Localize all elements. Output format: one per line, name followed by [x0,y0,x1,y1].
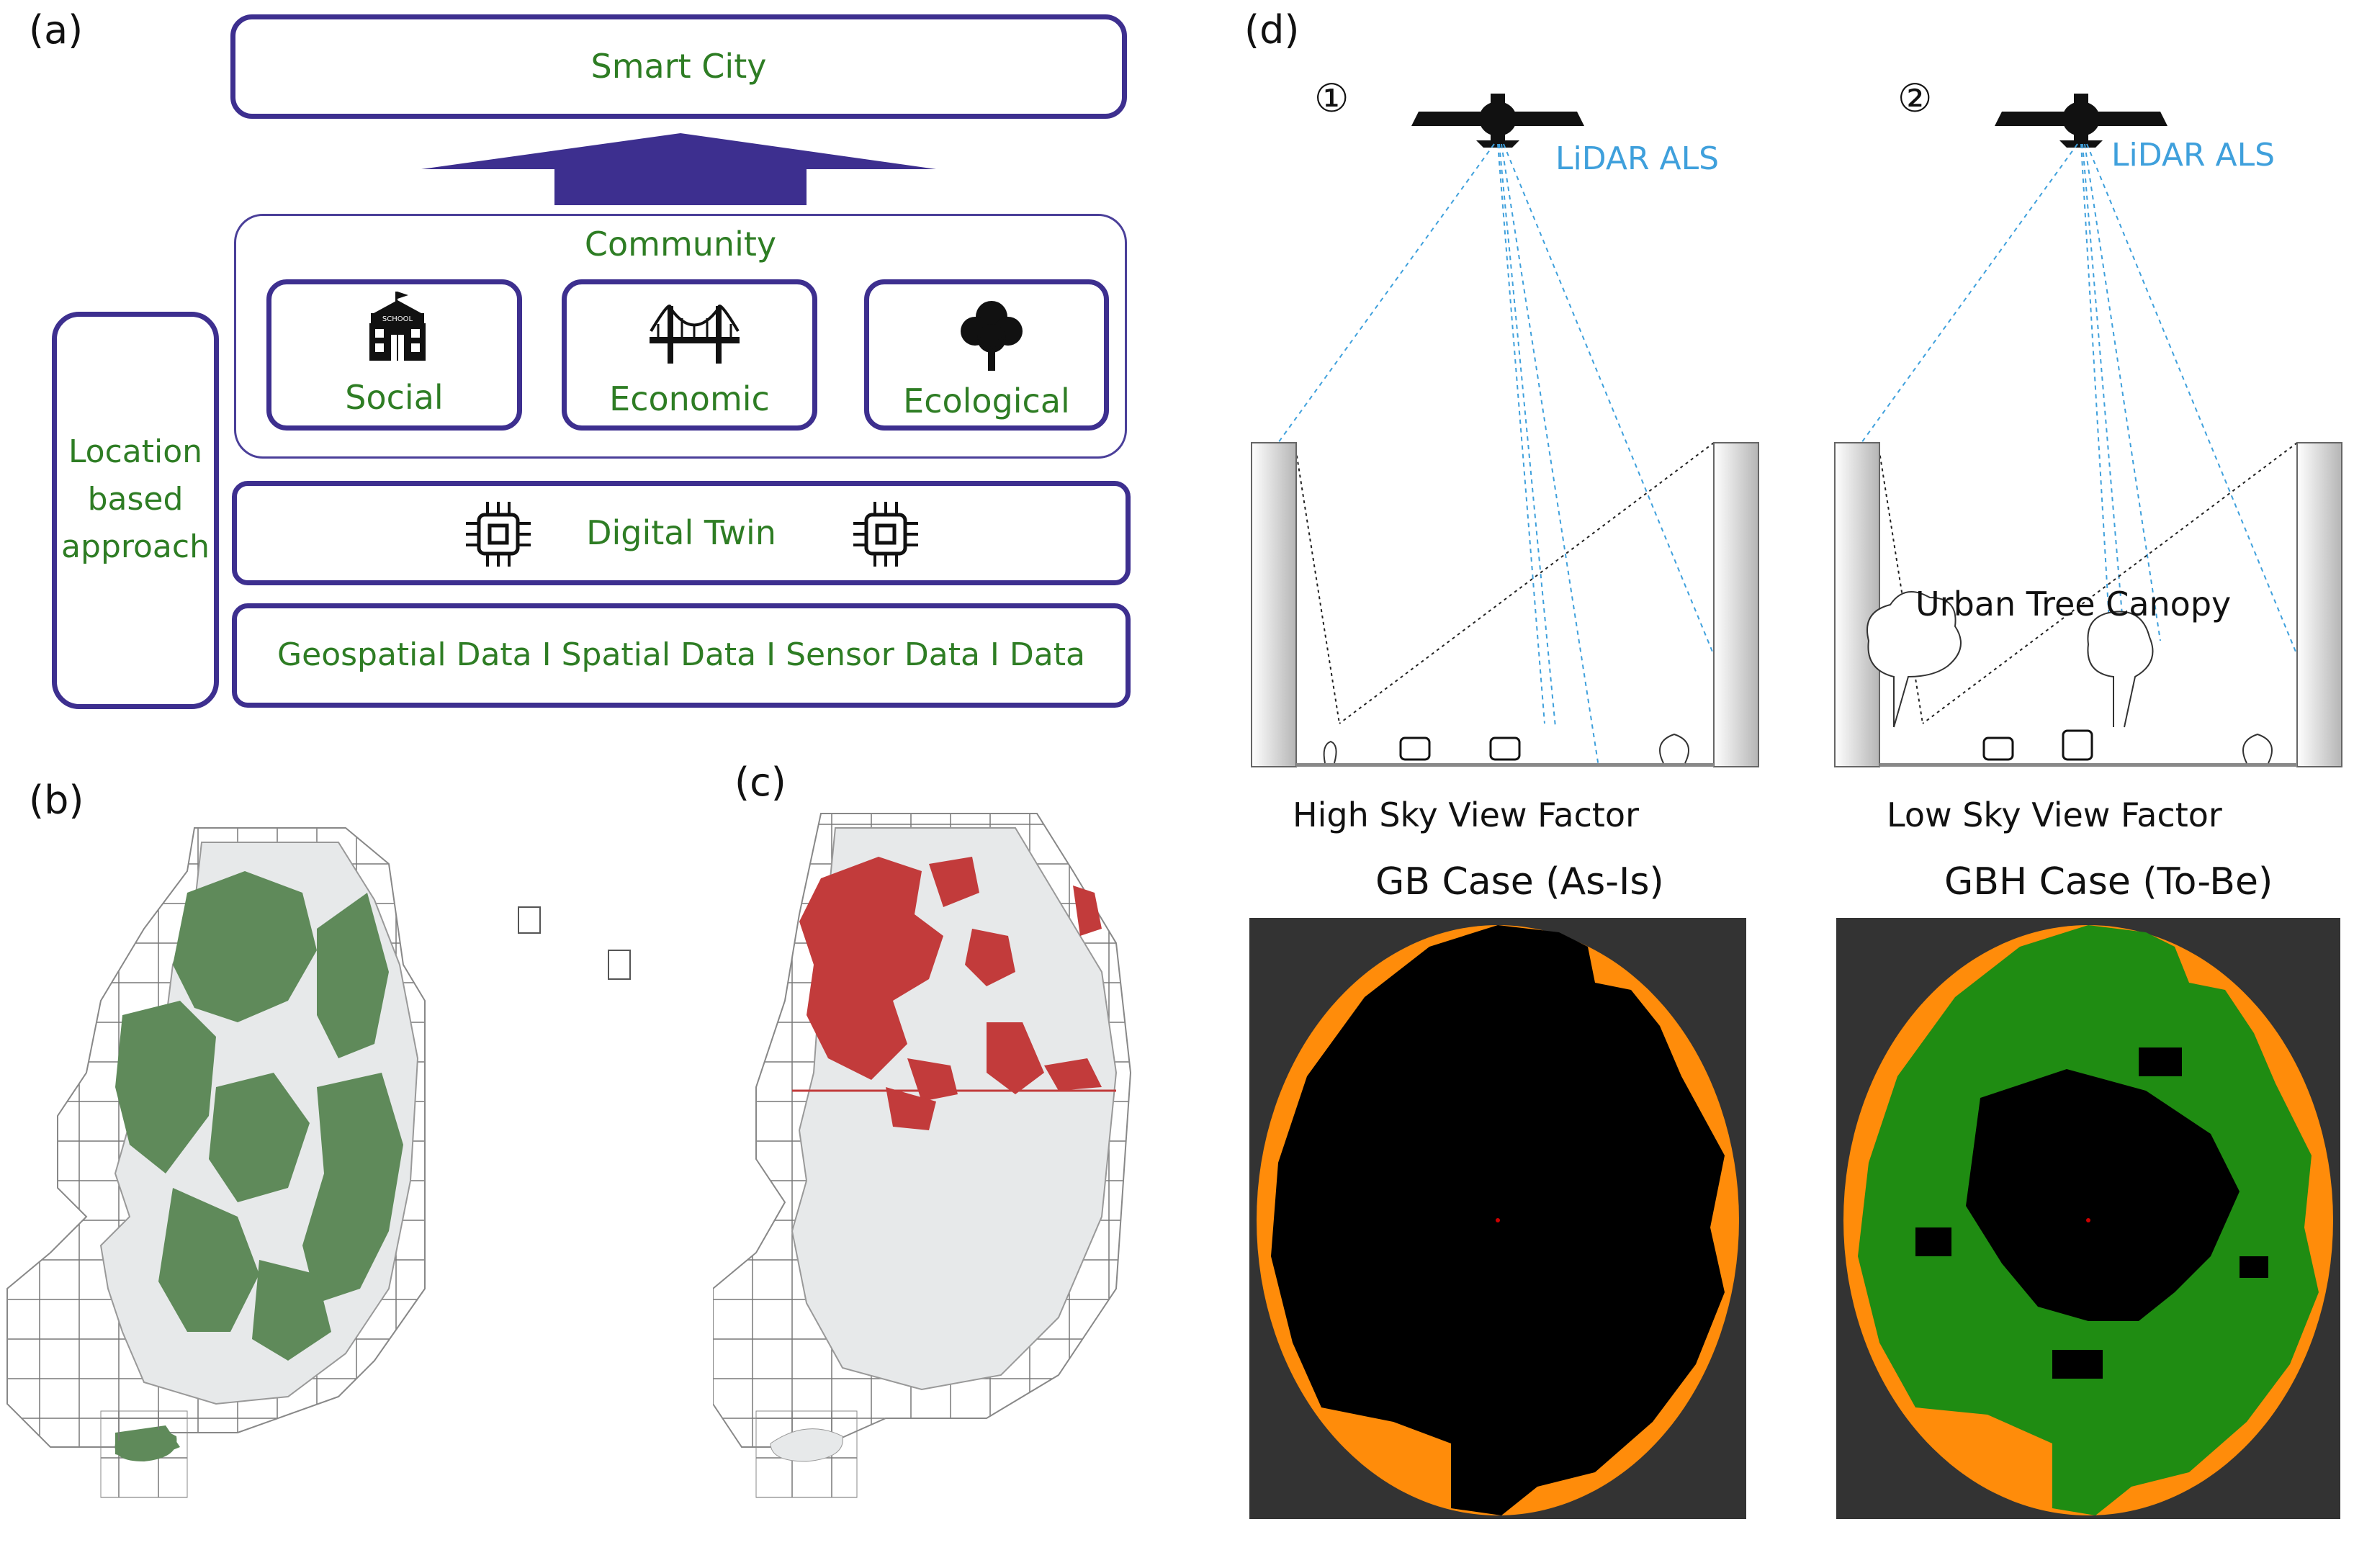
panel-label-a: (a) [29,7,84,53]
digital-twin-box: Digital Twin [232,481,1131,585]
fisheye-gbh-to-be [1836,918,2340,1519]
gb-case-label: GB Case (As-Is) [1375,860,1664,904]
panel-label-b: (b) [29,778,84,823]
car-icon [1399,736,1521,761]
smart-city-box: Smart City [230,14,1127,119]
ecological-label: Ecological [903,382,1070,420]
smart-city-label: Smart City [590,47,767,86]
location-line-3: approach [61,528,210,565]
community-box [234,214,1127,459]
chip-icon [853,502,918,569]
map-red-coverage [713,813,1132,1498]
canopy-label: Urban Tree Canopy [1915,585,2231,623]
map-green-coverage [6,827,631,1498]
data-layer-label: Geospatial Data I Spatial Data I Sensor … [277,636,1085,673]
ecological-box: Ecological [864,279,1109,431]
location-approach-box: Location based approach [52,312,219,709]
data-layer-box: Geospatial Data I Spatial Data I Sensor … [232,603,1131,708]
scenario-2-marker: ② [1897,76,1933,121]
gbh-case-label: GBH Case (To-Be) [1944,860,2273,904]
location-line-1: Location [68,433,203,470]
scenario-1-marker: ① [1314,76,1349,121]
community-label: Community [584,225,777,263]
scenario-2-diagram: LiDAR ALS Urban Tree Canopy [1834,94,2342,767]
chip-icon [466,502,531,569]
scenario-1-diagram: LiDAR ALS [1251,94,1759,767]
high-svf-label: High Sky View Factor [1293,796,1639,834]
lidar-label-1: LiDAR ALS [1555,140,1719,177]
panel-label-d: (d) [1244,7,1300,53]
economic-label: Economic [609,379,770,418]
upward-arrow [421,133,936,205]
low-svf-label: Low Sky View Factor [1887,796,2222,834]
bridge-icon [650,302,740,370]
car-icon [1982,729,2093,761]
tree-canopy-icon [1866,591,2154,728]
school-icon: SCHOOL [365,292,430,374]
tree-icon [959,299,1024,377]
digital-twin-label: Digital Twin [586,513,776,552]
fisheye-gb-as-is [1249,918,1746,1519]
social-box: SCHOOL Social [266,279,522,431]
school-sign: SCHOOL [382,315,413,323]
airplane-icon [1411,94,1584,148]
economic-box: Economic [562,279,817,431]
social-label: Social [345,378,444,417]
lidar-label-2: LiDAR ALS [2111,137,2275,174]
panel-label-c: (c) [734,760,786,805]
location-line-2: based [87,481,184,518]
